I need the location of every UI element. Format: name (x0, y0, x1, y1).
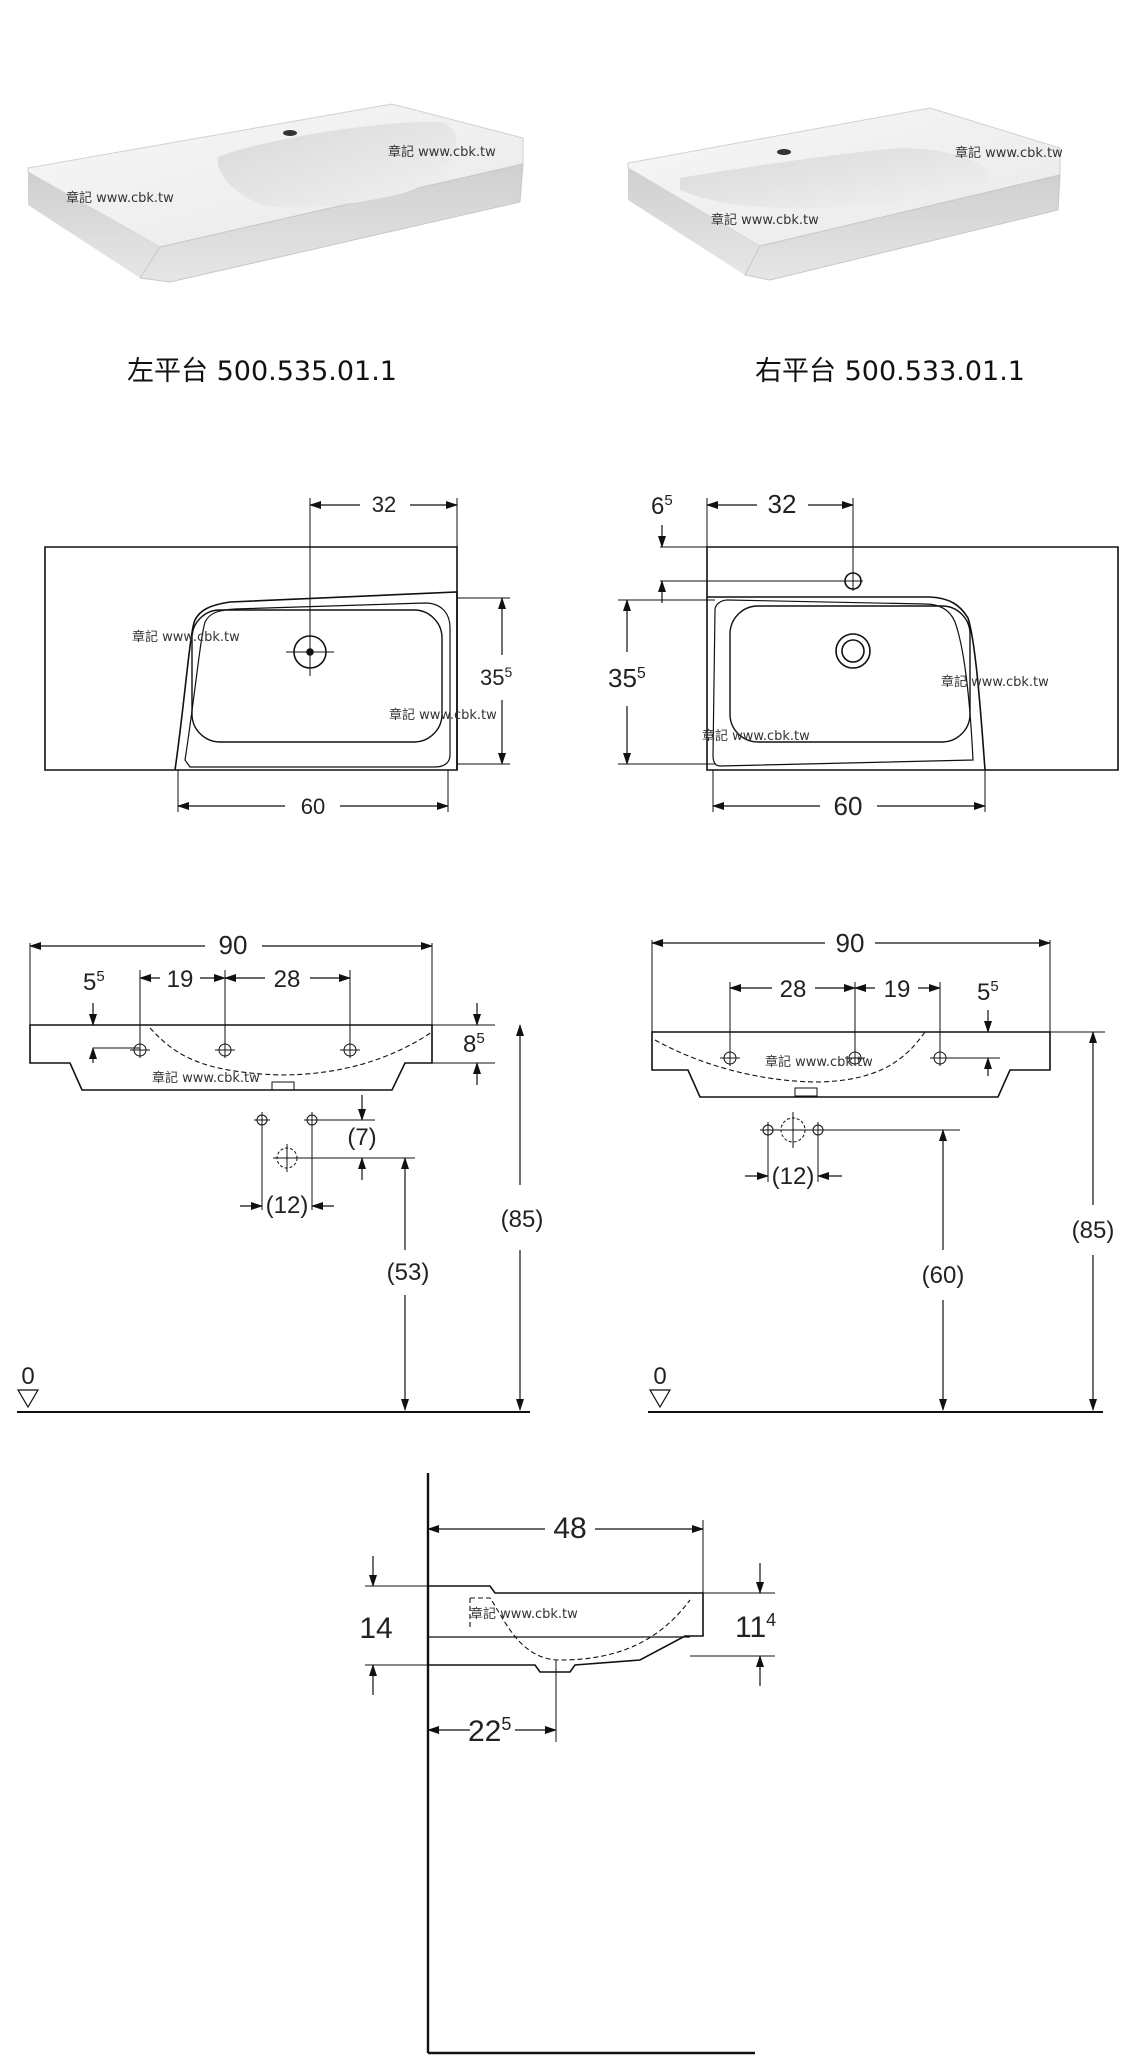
dim-front-right-edge: 55 (977, 978, 999, 1006)
dim-front-right-spacing-a: 19 (884, 976, 911, 1003)
watermark: 章記 www.cbk.tw (941, 674, 1049, 690)
dim-front-right-total-height: (85) (1072, 1217, 1115, 1244)
watermark: 章記 www.cbk.tw (389, 707, 497, 723)
dim-front-left-width: 90 (219, 930, 248, 960)
dim-side-rim-height: 114 (735, 1610, 776, 1644)
dim-top-left-basin-width: 60 (301, 794, 325, 819)
floor-level-left: 0 (21, 1363, 34, 1390)
front-right-crosshairs (720, 1050, 950, 1138)
front-view-right (648, 939, 1105, 1413)
dim-top-right-basin-depth: 355 (608, 663, 646, 693)
dim-front-left-spacing-b: 28 (274, 966, 301, 993)
watermark: 章記 www.cbk.tw (955, 145, 1063, 161)
product-photo-left (27, 103, 524, 283)
dim-top-right-basin-width: 60 (834, 791, 863, 821)
watermark: 章記 www.cbk.tw (470, 1606, 578, 1622)
dim-top-right-edge: 65 (651, 492, 673, 520)
dim-top-left-hole: 32 (372, 492, 396, 517)
floor-level-right: 0 (653, 1363, 666, 1390)
watermark: 章記 www.cbk.tw (66, 190, 174, 206)
top-view-left (44, 498, 510, 812)
dim-front-right-spacing-b: 28 (780, 976, 807, 1003)
dim-front-left-drain-height: (53) (387, 1259, 430, 1286)
dim-top-left-basin-depth: 355 (480, 664, 512, 690)
dim-front-left-total-height: (85) (501, 1206, 544, 1233)
dim-front-left-drain-depth: (7) (347, 1124, 376, 1151)
watermark: 章記 www.cbk.tw (152, 1070, 260, 1086)
dim-top-right-hole: 32 (768, 489, 797, 519)
side-view (365, 1473, 775, 2055)
dim-front-left-thickness: 85 (463, 1030, 485, 1058)
dim-front-right-width: 90 (836, 928, 865, 958)
dim-front-left-edge: 55 (83, 968, 105, 996)
dim-front-right-drain-height: (60) (922, 1262, 965, 1289)
watermark: 章記 www.cbk.tw (765, 1054, 873, 1070)
caption-right: 右平台 500.533.01.1 (755, 356, 1025, 387)
dim-side-depth: 48 (553, 1512, 586, 1545)
dim-side-drain-offset: 225 (468, 1714, 511, 1748)
dim-front-right-drain-spacing: (12) (772, 1163, 815, 1190)
front-left-crosshairs (130, 1042, 360, 1128)
dim-front-left-drain-spacing: (12) (266, 1192, 309, 1219)
watermark: 章記 www.cbk.tw (711, 212, 819, 228)
front-view-left (16, 942, 530, 1413)
dim-front-left-spacing-a: 19 (167, 966, 194, 993)
watermark: 章記 www.cbk.tw (132, 629, 240, 645)
watermark: 章記 www.cbk.tw (702, 728, 810, 744)
top-view-right (618, 498, 1119, 812)
dim-side-height: 14 (359, 1612, 392, 1645)
watermark: 章記 www.cbk.tw (388, 144, 496, 160)
product-photo-right (627, 107, 1061, 281)
caption-left: 左平台 500.535.01.1 (127, 356, 397, 387)
